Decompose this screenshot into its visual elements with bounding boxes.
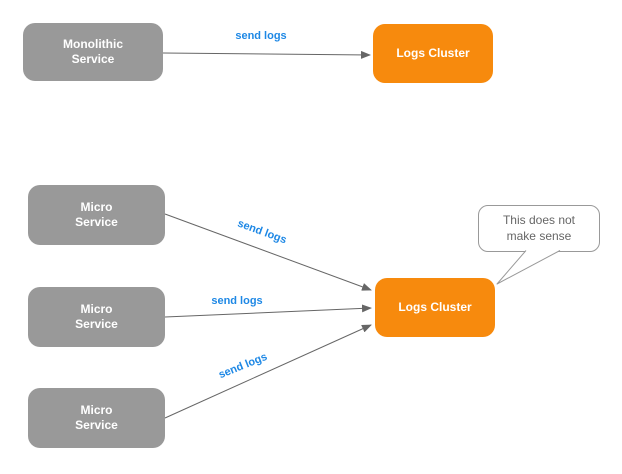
arrow-monolithic-to-cluster	[162, 50, 371, 59]
logs-cluster-top-node: Logs Cluster	[373, 24, 493, 83]
micro-service-1-label: Micro Service	[75, 200, 118, 229]
monolithic-service-label: Monolithic Service	[63, 37, 123, 66]
arrow-micro1-to-cluster	[164, 213, 372, 291]
micro-service-1-node: Micro Service	[28, 185, 165, 245]
speech-bubble: This does not make sense	[478, 205, 600, 252]
micro-service-3-label: Micro Service	[75, 403, 118, 432]
arrow-micro3-to-cluster	[164, 324, 372, 419]
speech-bubble-text: This does not make sense	[502, 212, 576, 243]
arrow-micro2-to-cluster	[164, 304, 372, 318]
edge-label-monolithic-send-logs: send logs	[235, 30, 287, 42]
logs-cluster-bottom-label: Logs Cluster	[398, 300, 472, 314]
logs-cluster-bottom-node: Logs Cluster	[375, 278, 495, 337]
micro-service-3-node: Micro Service	[28, 388, 165, 448]
monolithic-service-node: Monolithic Service	[23, 23, 163, 81]
micro-service-2-label: Micro Service	[75, 302, 118, 331]
edge-label-micro2-send-logs: send logs	[211, 295, 263, 307]
micro-service-2-node: Micro Service	[28, 287, 165, 347]
logs-cluster-top-label: Logs Cluster	[396, 46, 470, 60]
